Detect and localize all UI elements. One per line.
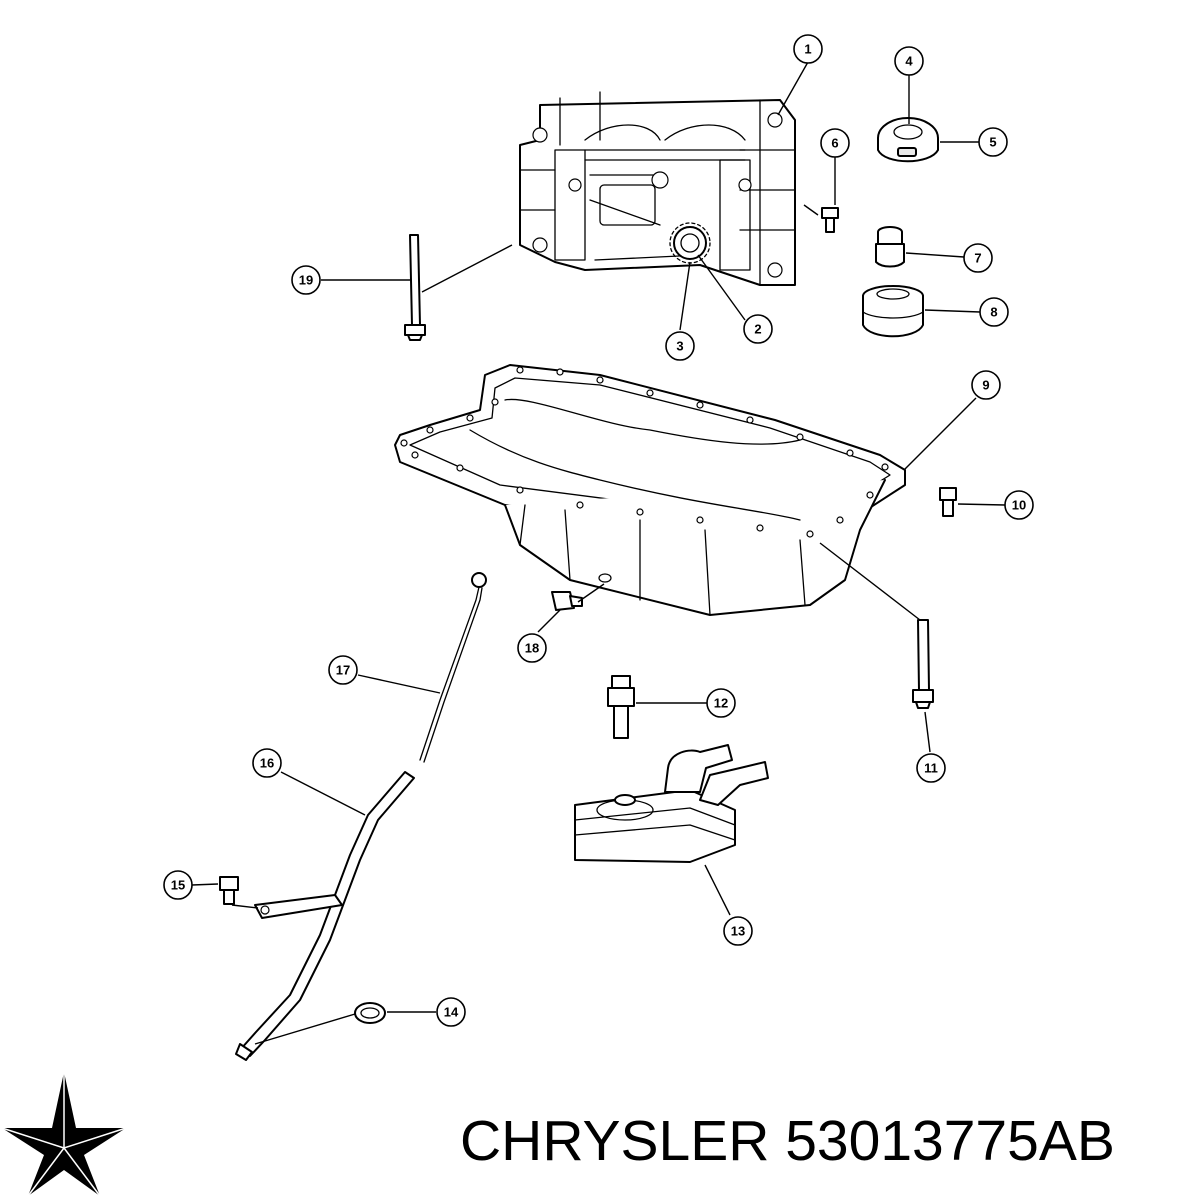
svg-text:8: 8 xyxy=(990,305,997,320)
callout-2: 2 xyxy=(743,314,773,344)
part-number-caption: CHRYSLER 53013775AB xyxy=(460,1109,1115,1173)
callout-10: 10 xyxy=(1004,490,1034,520)
svg-text:4: 4 xyxy=(905,54,913,69)
callout-6: 6 xyxy=(820,128,850,158)
o-ring xyxy=(354,1002,386,1024)
svg-text:3: 3 xyxy=(676,339,683,354)
callout-4: 4 xyxy=(894,46,924,76)
oil-filter xyxy=(862,285,924,338)
callout-16: 16 xyxy=(252,748,282,778)
leader-lines xyxy=(191,61,1006,1045)
drain-plug xyxy=(551,591,583,611)
svg-text:13: 13 xyxy=(731,924,745,939)
oil-pump-sprocket xyxy=(669,222,711,264)
oil-filler-cap xyxy=(877,117,939,163)
callout-13: 13 xyxy=(723,916,753,946)
svg-text:19: 19 xyxy=(299,273,313,288)
callout-3: 3 xyxy=(665,331,695,361)
svg-text:12: 12 xyxy=(714,696,728,711)
oil-pump-assembly xyxy=(519,91,796,286)
callouts: 1 2 3 4 5 6 7 8 9 10 11 12 13 14 15 16 1… xyxy=(163,34,1034,1027)
oil-cooler xyxy=(574,744,769,863)
callout-19: 19 xyxy=(291,265,321,295)
long-bolt-11 xyxy=(912,619,934,709)
svg-text:11: 11 xyxy=(924,761,938,776)
svg-text:6: 6 xyxy=(831,136,838,151)
callout-7: 7 xyxy=(963,243,993,273)
svg-text:17: 17 xyxy=(336,663,350,678)
svg-text:10: 10 xyxy=(1012,498,1026,513)
callout-11: 11 xyxy=(916,753,946,783)
dipstick-tube xyxy=(235,771,415,1061)
filter-adapter xyxy=(875,226,905,268)
tube-bracket xyxy=(219,876,343,919)
bolt-6 xyxy=(821,207,839,233)
svg-text:15: 15 xyxy=(171,878,185,893)
svg-text:1: 1 xyxy=(804,42,811,57)
callout-12: 12 xyxy=(706,688,736,718)
callout-5: 5 xyxy=(978,127,1008,157)
svg-text:18: 18 xyxy=(525,641,539,656)
svg-text:5: 5 xyxy=(989,135,996,150)
dipstick xyxy=(419,572,487,763)
callout-14: 14 xyxy=(436,997,466,1027)
svg-text:9: 9 xyxy=(982,378,989,393)
pentastar-logo xyxy=(1,1072,127,1197)
long-bolt-19 xyxy=(404,234,426,341)
svg-text:16: 16 xyxy=(260,756,274,771)
callout-8: 8 xyxy=(979,297,1009,327)
callout-1: 1 xyxy=(793,34,823,64)
cooler-fitting xyxy=(607,675,635,739)
callout-17: 17 xyxy=(328,655,358,685)
callout-15: 15 xyxy=(163,870,193,900)
callout-9: 9 xyxy=(971,370,1001,400)
callout-18: 18 xyxy=(517,633,547,663)
bolt-10 xyxy=(939,487,957,517)
svg-text:14: 14 xyxy=(444,1005,459,1020)
oil-pan xyxy=(394,364,906,616)
svg-text:7: 7 xyxy=(974,251,981,266)
svg-text:2: 2 xyxy=(754,322,761,337)
